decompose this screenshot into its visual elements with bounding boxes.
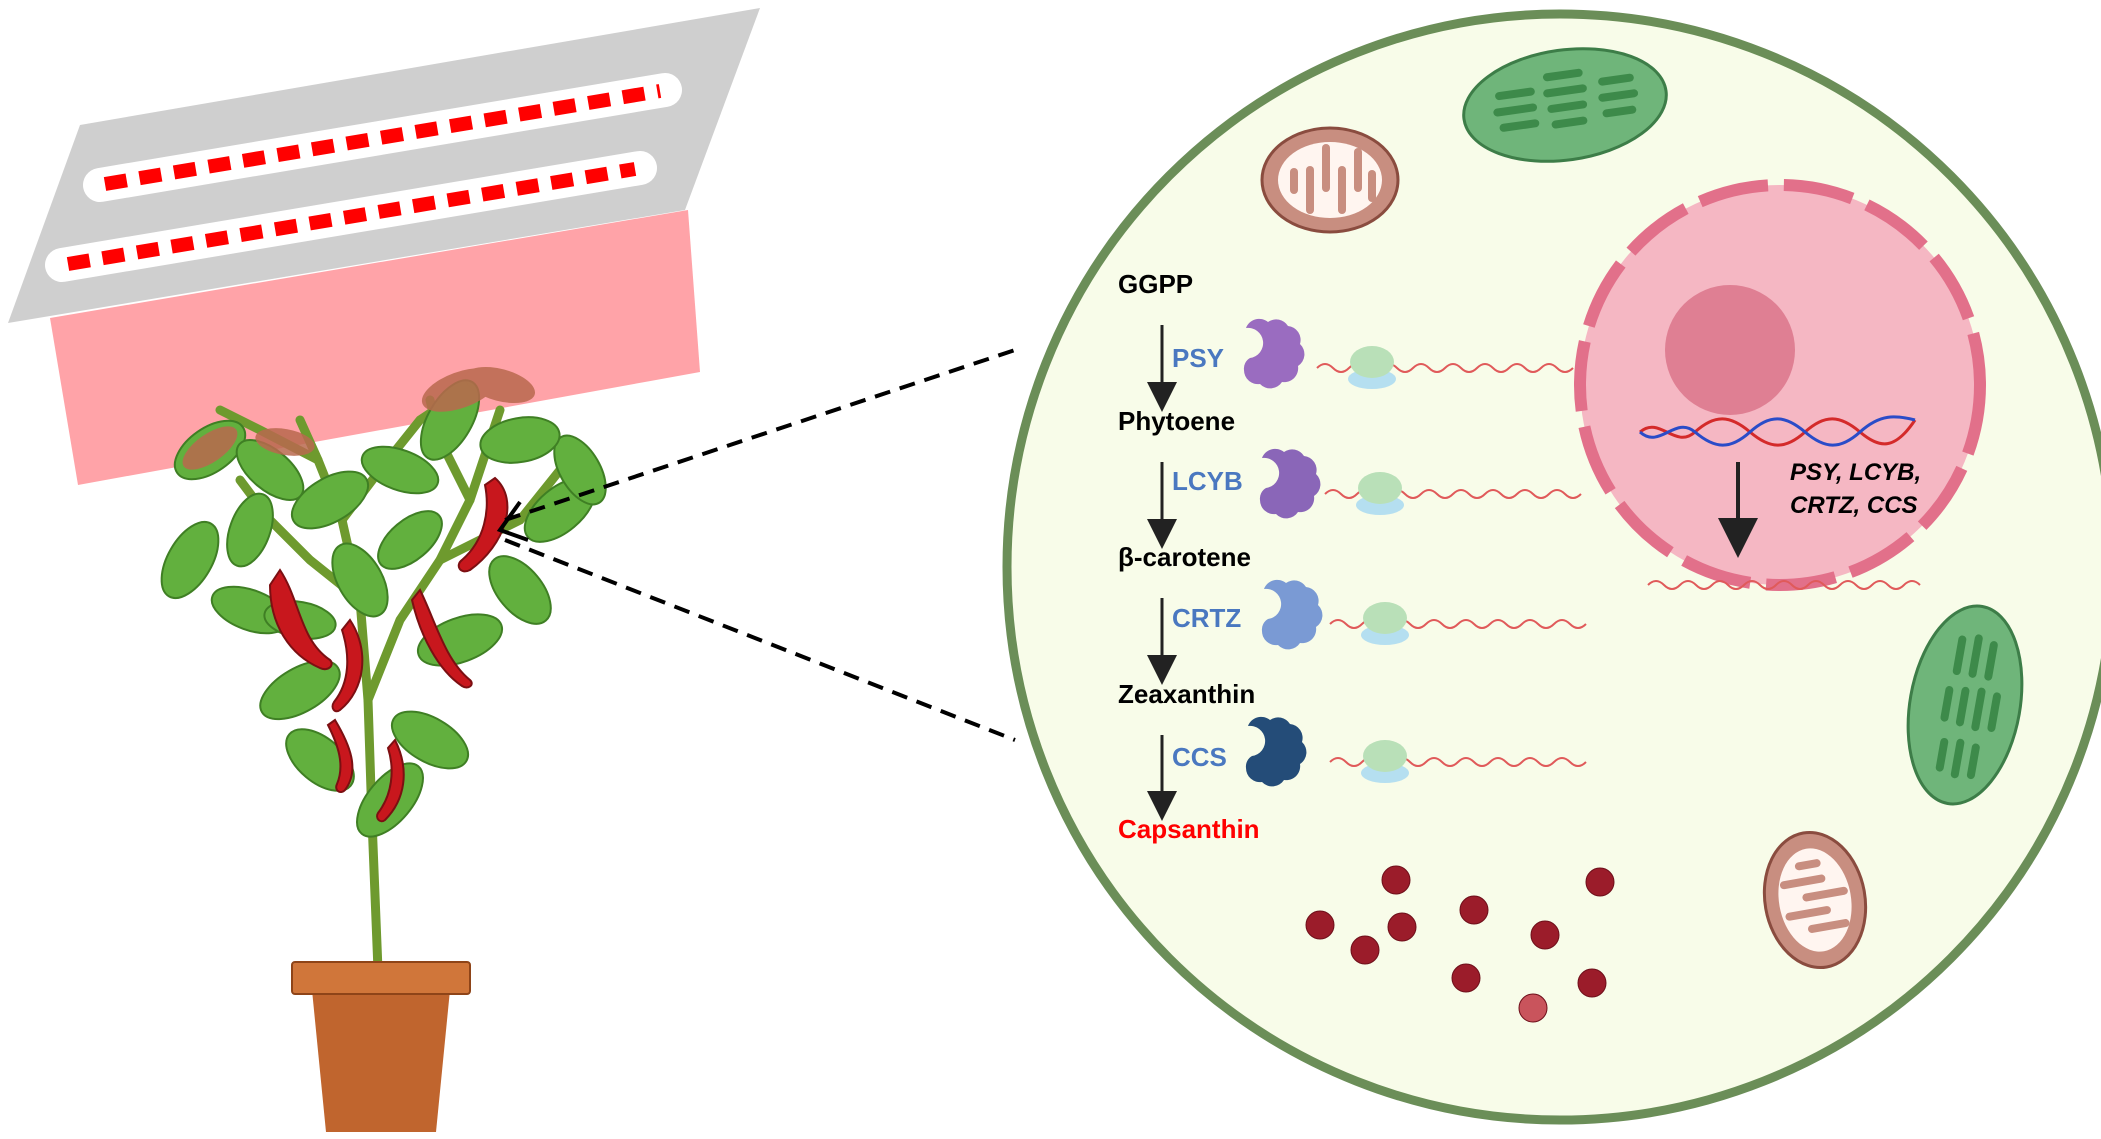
led-strip-bottom: [45, 151, 657, 282]
metabolite-zeaxanthin: Zeaxanthin: [1118, 679, 1255, 709]
mrna-strand-nuclear: [1647, 580, 1921, 590]
enzyme-label-lcyb: LCYB: [1172, 466, 1243, 496]
nucleolus: [1665, 285, 1795, 415]
metabolite-phytoene: Phytoene: [1118, 406, 1235, 436]
protein-enzyme-icon: [1259, 448, 1321, 519]
pepper-plant-icon: [160, 366, 607, 1132]
enzyme-label-psy: PSY: [1172, 343, 1224, 373]
metabolite-ggpp: GGPP: [1118, 269, 1193, 299]
metabolite-beta-carotene: β-carotene: [1118, 542, 1251, 572]
protein-enzyme-icon: [1261, 579, 1323, 650]
led-grow-light-icon: [8, 8, 760, 485]
zoom-arrowhead: [496, 500, 529, 542]
enzyme-label-crtz: CRTZ: [1172, 603, 1241, 633]
metabolite-capsanthin: Capsanthin: [1118, 814, 1260, 844]
plant-leaves-lit: [182, 366, 536, 470]
mrna-ribosome-icon: [1329, 740, 1587, 783]
zoom-lines: [504, 348, 1016, 742]
mrna-ribosome-icon: [1329, 602, 1587, 645]
mitochondrion-icon: [1260, 126, 1400, 234]
led-strip-top: [83, 73, 682, 202]
chloroplast-icon: [1462, 47, 1668, 163]
flower-pot: [291, 961, 471, 1132]
mitochondrion-icon: [1762, 830, 1868, 970]
chloroplast-icon: [1906, 604, 2024, 806]
gene-list-line1: PSY, LCYB,: [1790, 459, 1921, 486]
protein-enzyme-icon: [1245, 716, 1307, 787]
red-peppers: [268, 476, 509, 823]
mrna-ribosome-icon: [1324, 472, 1582, 515]
mrna-ribosome-icon: [1316, 346, 1574, 389]
dna-helix-icon: [1638, 415, 1917, 447]
light-beam: [50, 210, 700, 485]
carotenoid-granule-icon: [1305, 865, 1615, 1023]
protein-enzyme-icon: [1243, 318, 1305, 389]
nucleus: [1574, 179, 1986, 591]
biosynthesis-pathway: GGPP Phytoene β-carotene Zeaxanthin Caps…: [1118, 269, 1323, 844]
gene-list-line2: CRTZ, CCS: [1790, 492, 1918, 519]
enzyme-label-ccs: CCS: [1172, 742, 1227, 772]
